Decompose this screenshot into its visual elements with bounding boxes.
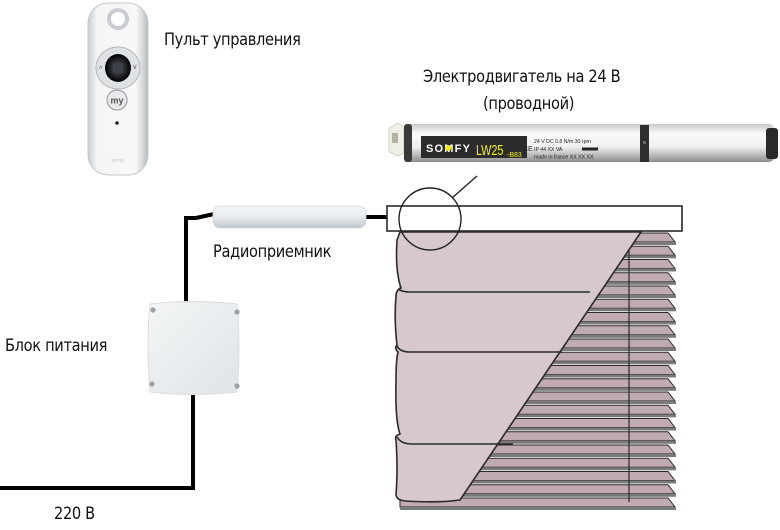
motor-callout-leader xyxy=(451,175,478,199)
up-arrow-icon[interactable]: ^ xyxy=(99,66,103,73)
mains-voltage-label: 220 В xyxy=(54,504,95,524)
blind-slat-edge xyxy=(400,493,676,497)
blind-slat-edge xyxy=(400,414,676,418)
remote-brand-mark: somfy xyxy=(111,158,125,164)
head-rail xyxy=(386,205,683,232)
blind-fabric xyxy=(394,231,643,503)
remote-label: Пульт управления xyxy=(164,30,301,50)
power-supply-label: Блок питания xyxy=(5,336,108,356)
down-arrow-icon[interactable]: v xyxy=(133,64,137,71)
fabric-fold xyxy=(396,436,513,445)
motor-model: LW25 xyxy=(476,141,503,158)
motor-callout-circle xyxy=(398,187,462,251)
blind-slat-edge xyxy=(400,401,676,404)
brand-plate xyxy=(421,136,527,158)
indicator-led xyxy=(115,121,119,125)
screw-icon xyxy=(149,381,155,387)
wire-receiver-to-power xyxy=(184,212,215,306)
wire-power-to-mains xyxy=(0,393,195,490)
motor-spec-voltage: 24 V DC 0.8 N/m 30 rpm xyxy=(534,139,591,145)
tubular-motor[interactable]: SOMFY LW25 -B83 24 V DC 0.8 N/m 30 rpm C… xyxy=(388,122,778,162)
blind-slat-edge xyxy=(400,427,676,431)
blind-slat-edge xyxy=(400,454,676,457)
wiring xyxy=(0,212,388,490)
receiver-label: Радиоприемник xyxy=(213,242,332,262)
screw-icon xyxy=(234,383,240,389)
screw-icon xyxy=(234,309,240,315)
blind-slat-edge xyxy=(400,440,676,444)
motor-spec-ip: IP 44 XX VA xyxy=(534,147,563,153)
certification-mark-icon xyxy=(582,147,598,151)
ce-mark-icon: CE xyxy=(523,146,533,153)
screw-icon xyxy=(150,307,156,313)
my-button[interactable] xyxy=(106,89,128,111)
venetian-blind[interactable] xyxy=(386,175,683,510)
fabric-fold xyxy=(396,345,562,353)
motor-model-suffix: -B83 xyxy=(507,152,522,159)
radio-receiver[interactable] xyxy=(212,205,367,229)
blind-slat-edge xyxy=(400,387,676,391)
blind-slat-edge xyxy=(400,467,676,471)
remote-control[interactable]: ^ v my somfy xyxy=(87,2,149,176)
motor-label-line1: Электродвигатель на 24 В xyxy=(423,67,621,87)
blind-slat-edge xyxy=(400,507,676,510)
my-button-label: my xyxy=(110,96,123,106)
fabric-fold xyxy=(397,288,590,293)
motor-label-line2: (проводной) xyxy=(483,94,575,114)
power-supply-box[interactable] xyxy=(147,301,240,395)
motor-spec-origin: made in france XX XX XX xyxy=(534,155,594,161)
blind-slat-edge xyxy=(400,480,676,484)
